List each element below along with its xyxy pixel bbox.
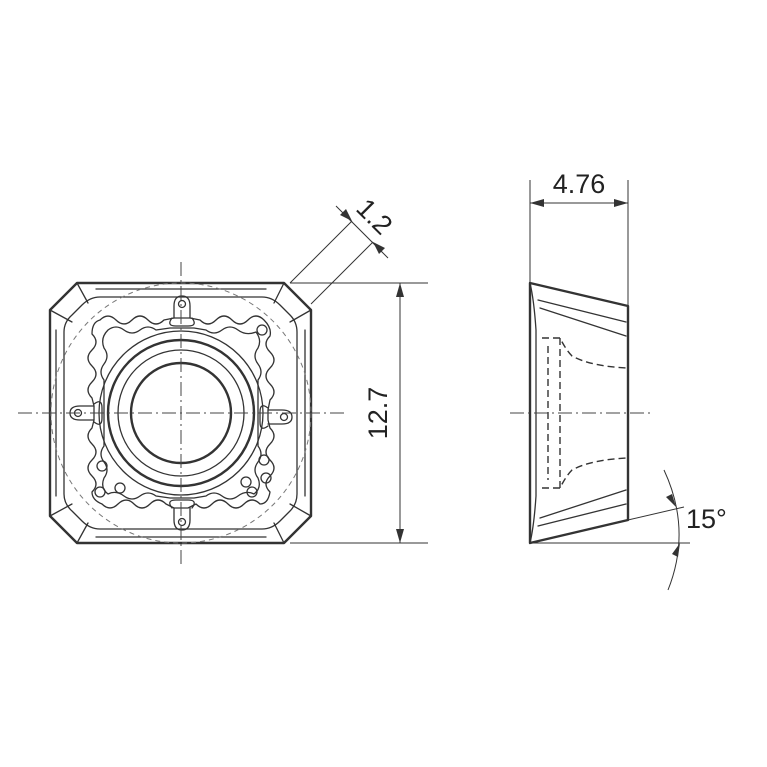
dimples: [94, 324, 272, 498]
front-view: [18, 262, 345, 565]
dimension-thickness: 4.76: [529, 169, 629, 306]
dimension-angle: 15°: [530, 469, 727, 591]
dimension-chamfer-label: 1.2: [350, 193, 398, 241]
dimension-height-label: 12.7: [363, 387, 393, 440]
dimension-angle-label: 15°: [686, 504, 727, 534]
side-view: [510, 281, 650, 545]
dimension-thickness-label: 4.76: [553, 169, 606, 199]
dimension-height: 12.7: [290, 282, 428, 544]
chipbreaker-outline: [87, 315, 275, 509]
dimension-chamfer: 1.2: [289, 193, 398, 305]
